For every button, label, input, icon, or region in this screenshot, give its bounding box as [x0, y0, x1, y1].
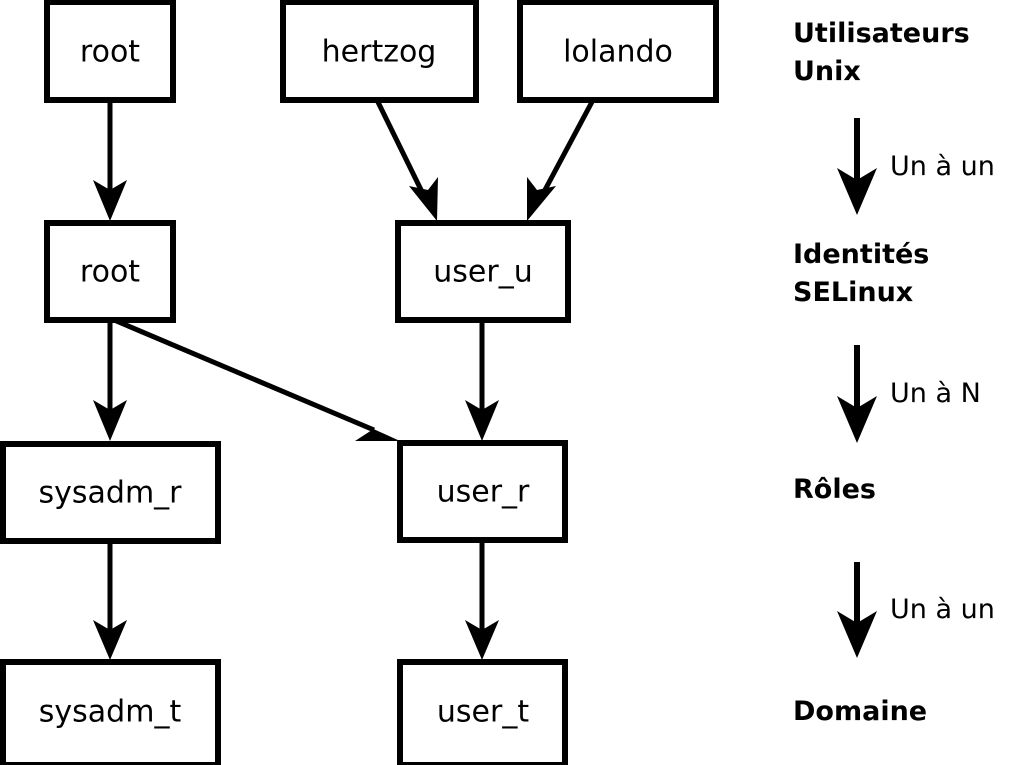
- node-group: root hertzog lolando root user_u sysadm_: [0, 0, 719, 765]
- arrow-head-icon: [93, 620, 127, 660]
- node-label: sysadm_t: [39, 695, 182, 730]
- node-box[interactable]: [395, 220, 571, 323]
- node-label: user_r: [437, 475, 530, 510]
- legend-stage-line: Identités: [793, 239, 929, 270]
- arrow-head-icon: [837, 611, 877, 658]
- node-unix-root[interactable]: root: [44, 0, 176, 103]
- arrow-head-icon: [409, 177, 438, 221]
- arrow-head-icon: [93, 180, 127, 221]
- node-box[interactable]: [397, 659, 568, 765]
- node-label: hertzog: [322, 35, 437, 70]
- node-box[interactable]: [44, 0, 176, 103]
- node-box[interactable]: [397, 440, 568, 543]
- node-box[interactable]: [0, 659, 221, 765]
- node-domain-sysadm-t[interactable]: sysadm_t: [0, 659, 221, 765]
- legend-stage-domaine: Domaine: [793, 696, 927, 727]
- legend-arrow-one-to-n: Un à N: [837, 345, 981, 443]
- legend-stage-identites-selinux: Identités SELinux: [793, 239, 929, 308]
- node-label: lolando: [563, 35, 673, 70]
- legend-stage-line: Domaine: [793, 696, 927, 727]
- node-unix-hertzog[interactable]: hertzog: [280, 0, 479, 103]
- legend-stage-line: Rôles: [793, 474, 876, 505]
- node-box[interactable]: [44, 220, 176, 323]
- legend-arrow-one-to-one-top: Un à un: [837, 118, 995, 215]
- node-label: user_u: [433, 255, 532, 290]
- legend-column: Utilisateurs Unix Un à un Identités SELi…: [793, 18, 995, 727]
- arrow-head-icon: [465, 400, 499, 441]
- legend-arrow-label: Un à N: [890, 378, 981, 409]
- legend-arrow-label: Un à un: [890, 594, 995, 625]
- legend-stage-line: Unix: [793, 56, 861, 87]
- node-box[interactable]: [280, 0, 479, 103]
- arrow-head-icon: [355, 422, 400, 441]
- node-label: user_t: [437, 695, 529, 730]
- node-box[interactable]: [0, 441, 221, 544]
- node-label: sysadm_r: [39, 476, 183, 511]
- legend-arrow-label: Un à un: [890, 151, 995, 182]
- edge-lolando-to-user-u: [527, 98, 596, 221]
- legend-stage-line: Utilisateurs: [793, 18, 970, 49]
- edge-user-r-to-user-t: [465, 540, 499, 660]
- node-domain-user-t[interactable]: user_t: [397, 659, 568, 765]
- node-role-user-r[interactable]: user_r: [397, 440, 568, 543]
- edge-group: [93, 98, 596, 660]
- edge-user-u-to-user-r: [465, 320, 499, 441]
- node-label: root: [80, 35, 140, 70]
- arrow-head-icon: [837, 396, 877, 443]
- edge-line: [535, 98, 596, 205]
- legend-stage-roles: Rôles: [793, 474, 876, 505]
- node-role-sysadm-r[interactable]: sysadm_r: [0, 441, 221, 544]
- arrow-head-icon: [465, 620, 499, 660]
- edge-id-root-to-sysadm-r: [93, 320, 127, 441]
- node-identity-root[interactable]: root: [44, 220, 176, 323]
- legend-arrow-one-to-one-bottom: Un à un: [837, 562, 995, 658]
- node-label: root: [80, 255, 140, 290]
- edge-line: [374, 98, 430, 204]
- arrow-head-icon: [837, 168, 877, 215]
- edge-id-root-to-user-r: [113, 317, 400, 441]
- edge-sysadm-r-to-sysadm-t: [93, 541, 127, 660]
- edge-unix-root-to-id-root: [93, 100, 127, 221]
- arrow-head-icon: [527, 177, 556, 221]
- node-identity-user-u[interactable]: user_u: [395, 220, 571, 323]
- node-box[interactable]: [517, 0, 719, 103]
- edge-line: [113, 317, 375, 433]
- legend-stage-line: SELinux: [793, 277, 913, 308]
- edge-hertzog-to-user-u: [374, 98, 438, 221]
- node-unix-lolando[interactable]: lolando: [517, 0, 719, 103]
- arrow-head-icon: [93, 400, 127, 441]
- legend-stage-utilisateurs-unix: Utilisateurs Unix: [793, 18, 970, 87]
